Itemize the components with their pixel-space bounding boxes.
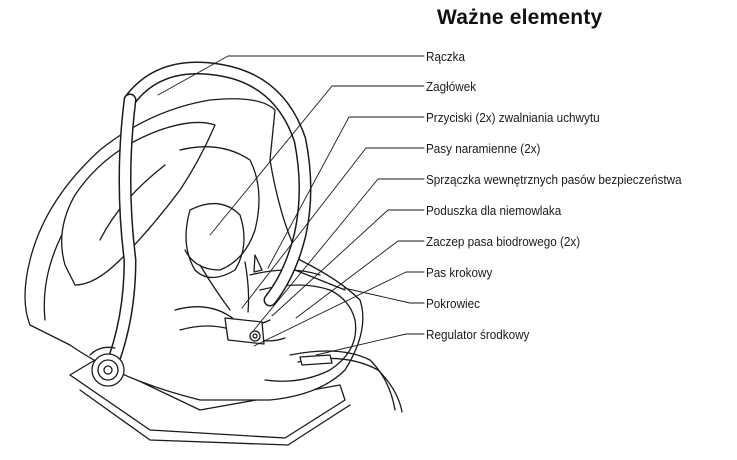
- carry-handle: [103, 61, 312, 377]
- label-headrest: Zagłówek: [426, 79, 477, 94]
- label-shoulder-straps: Pasy naramienne (2x): [426, 141, 541, 156]
- label-infant-cushion: Poduszka dla niemowlaka: [426, 203, 562, 218]
- harness-buckle: [224, 317, 265, 345]
- label-cover: Pokrowiec: [426, 296, 480, 311]
- label-handle-release-buttons: Przyciski (2x) zwalniania uchwytu: [426, 110, 600, 125]
- label-lap-belt-hook: Zaczep pasa biodrowego (2x): [426, 234, 581, 249]
- label-crotch-strap: Pas krokowy: [426, 265, 493, 280]
- handle-pivot: [89, 346, 125, 387]
- label-center-adjuster: Regulator środkowy: [426, 327, 530, 342]
- label-harness-buckle: Sprzączka wewnętrznych pasów bezpieczeńs…: [426, 172, 682, 187]
- leader-lines: [157, 55, 425, 356]
- infant-cushion: [185, 203, 245, 279]
- diagram-title: Ważne elementy: [437, 6, 603, 29]
- center-adjuster-strap: [289, 350, 403, 413]
- label-handle: Rączka: [426, 49, 466, 64]
